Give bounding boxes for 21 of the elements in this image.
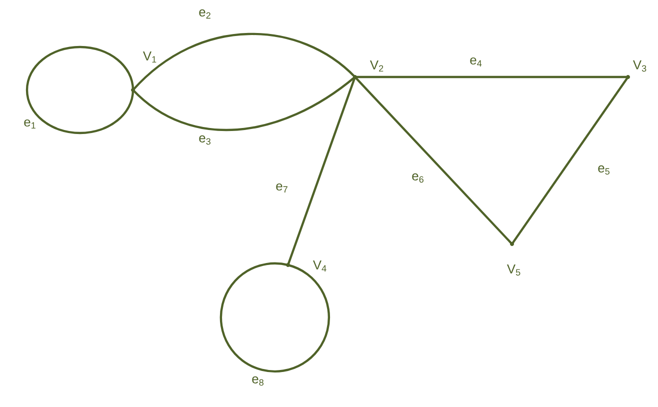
curved-edge: [132, 76, 356, 131]
edge-label: e$_{7}$: [276, 183, 288, 193]
edge-label: e$_{5}$: [598, 165, 610, 175]
edge-label: e$_{2}$: [199, 9, 210, 19]
vertex-label: V$_{5}$: [506, 264, 520, 276]
edge-line: [286, 76, 356, 266]
edge-label: e$_{8}$: [252, 376, 264, 386]
edge-line: [355, 76, 628, 78]
loop-edge: [26, 46, 134, 134]
vertex-label: V$_{1}$: [142, 52, 156, 63]
edge-label: e$_{1}$: [24, 119, 36, 129]
edge-label: e$_{4}$: [470, 57, 482, 67]
edge-label: e$_{6}$: [412, 173, 424, 183]
edge-line: [354, 76, 513, 245]
loop-edge: [220, 262, 330, 372]
vertex-label: V$_{4}$: [312, 260, 326, 272]
edge-label: e$_{3}$: [199, 135, 210, 145]
vertex-label: V$_{2}$: [370, 60, 384, 72]
edge-line: [511, 76, 629, 245]
vertex-label: V$_{3}$: [632, 60, 646, 72]
curved-edge: [132, 32, 356, 91]
